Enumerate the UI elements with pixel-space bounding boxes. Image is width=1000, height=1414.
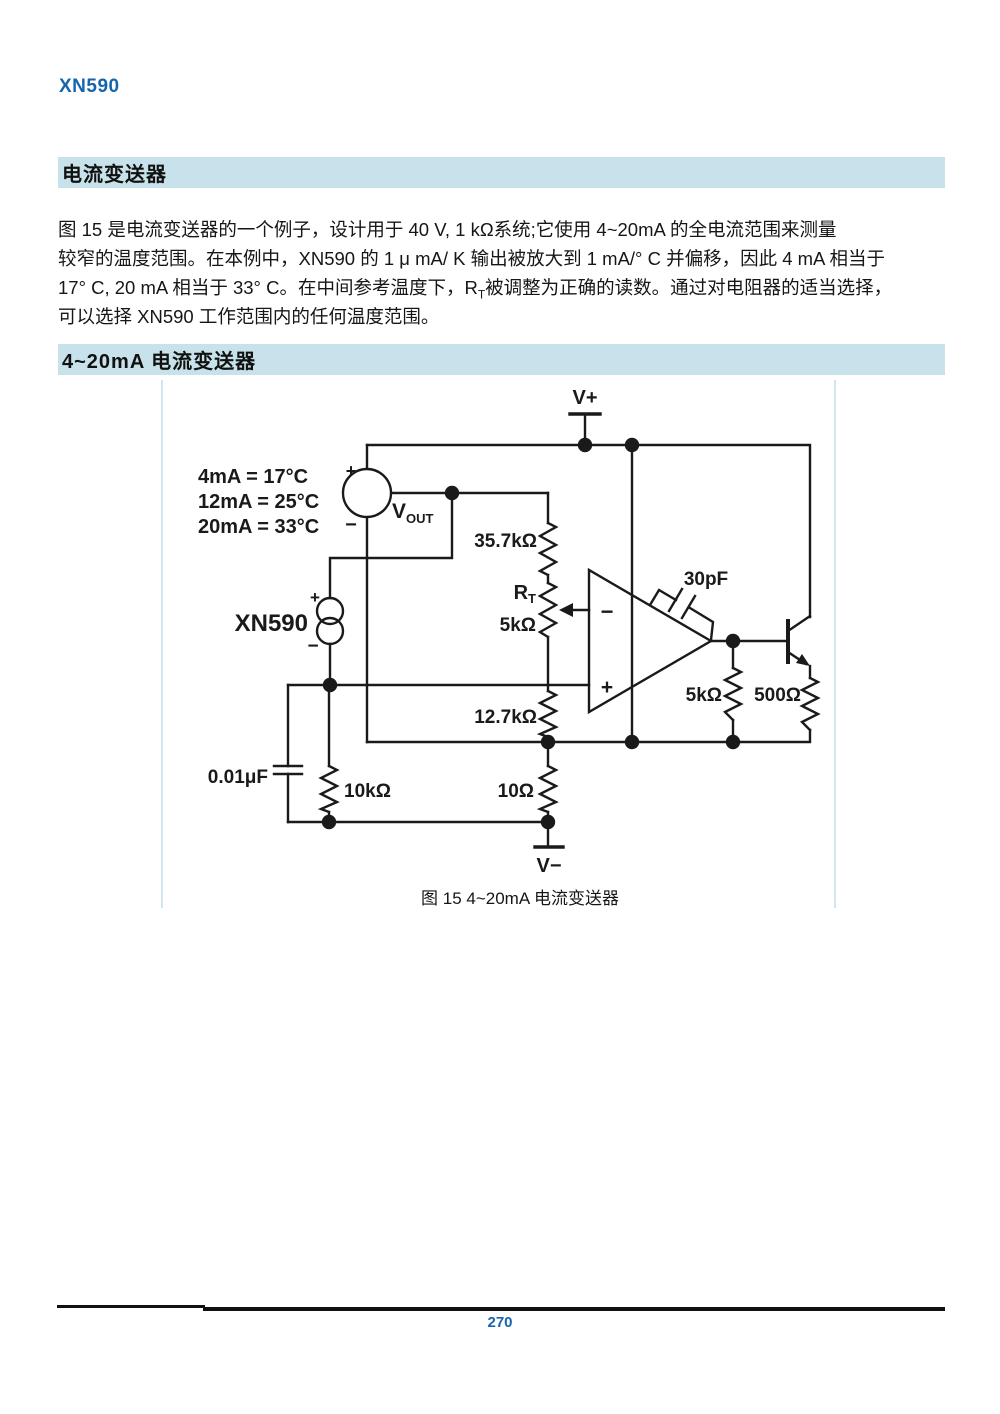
resistor-500: [799, 676, 821, 732]
rt-value-label: 5kΩ: [500, 615, 536, 636]
r5k-label: 5kΩ: [686, 685, 722, 706]
rt-subscript: T: [477, 287, 486, 302]
source-plus-label: +: [346, 461, 357, 481]
calibration-line: 4mA = 17°C: [198, 466, 308, 488]
calibration-line: 20mA = 33°C: [198, 516, 319, 538]
section-header-current-transmitter: 电流变送器: [58, 157, 945, 188]
footer-rule-right: [203, 1307, 945, 1311]
capacitor-001uf-symbol: [272, 764, 304, 776]
npn-transistor-symbol: [786, 614, 812, 666]
section-title: 4~20mA 电流变送器: [62, 351, 257, 373]
cap001-label: 0.01μF: [208, 767, 268, 788]
body-text-part: 17° C, 20 mA 相当于 33° C。在中间参考温度下，R: [58, 277, 478, 298]
opamp-plus-input-label: +: [601, 676, 613, 699]
opamp-minus-input-label: −: [601, 599, 614, 624]
body-text-line: 较窄的温度范围。在本例中，XN590 的 1 μ mA/ K 输出被放大到 1 …: [58, 248, 886, 269]
wiper-arrowhead: [559, 603, 573, 617]
xn590-label: XN590: [235, 610, 308, 637]
resistor-10: [536, 764, 559, 814]
cap30pf-label: 30pF: [684, 569, 728, 590]
section-header-4-20ma: 4~20mA 电流变送器: [58, 344, 945, 375]
wires: [286, 412, 812, 849]
resistor-5k: [722, 666, 744, 722]
vminus-label: V−: [536, 855, 561, 877]
r500-label: 500Ω: [754, 685, 801, 706]
figure-caption: 图 15 4~20mA 电流变送器: [421, 889, 619, 908]
transistor-collector: [786, 614, 812, 633]
footer-rule-left: [57, 1305, 205, 1308]
r10k-label: 10kΩ: [344, 781, 391, 802]
r10-label: 10Ω: [498, 781, 534, 802]
junction-dots: [321, 437, 741, 830]
resistor-12.7k: [536, 689, 559, 739]
top-rail-wire: [365, 443, 812, 619]
emitter-arrowhead: [796, 654, 810, 666]
figure-border-right: [834, 380, 836, 908]
body-text-line: 图 15 是电流变送器的一个例子，设计用于 40 V, 1 kΩ系统;它使用 4…: [58, 219, 837, 240]
xn590-current-source-symbol: [315, 596, 345, 646]
vout-label: VOUT: [392, 500, 434, 526]
resistor-10k: [317, 764, 340, 814]
resistor-35.7k: [537, 521, 559, 577]
resistors: [317, 521, 821, 814]
vplus-label: V+: [572, 387, 597, 409]
xn590-minus-label: −: [307, 636, 318, 657]
body-text-line: 17° C, 20 mA 相当于 33° C。在中间参考温度下，RT被调整为正确…: [58, 274, 958, 309]
xn590-plus-label: +: [310, 588, 320, 607]
page-number: 270: [487, 1314, 513, 1331]
body-text-line: 可以选择 XN590 工作范围内的任何温度范围。: [58, 306, 440, 327]
rt-label: RT: [514, 582, 536, 606]
section-title: 电流变送器: [62, 164, 167, 186]
source-minus-label: −: [345, 514, 357, 536]
r35-label: 35.7kΩ: [474, 531, 537, 552]
doc-title: XN590: [59, 76, 120, 97]
xn590-top-branch: [328, 491, 454, 600]
resistor-rt-pot: [537, 581, 559, 639]
mid-rail-wire: [365, 728, 812, 744]
figure-border-left: [161, 380, 163, 908]
circuit-schematic: V+ V− VOUT + − 4mA = 17°C 12mA = 25°C 20…: [198, 387, 821, 877]
body-text-part: 被调整为正确的读数。通过对电阻器的适当选择，: [485, 277, 893, 298]
calibration-line: 12mA = 25°C: [198, 491, 319, 513]
capacitor-30pf-symbol: [648, 587, 715, 642]
r12-label: 12.7kΩ: [474, 707, 537, 728]
voltage-source-symbol: [341, 467, 393, 519]
